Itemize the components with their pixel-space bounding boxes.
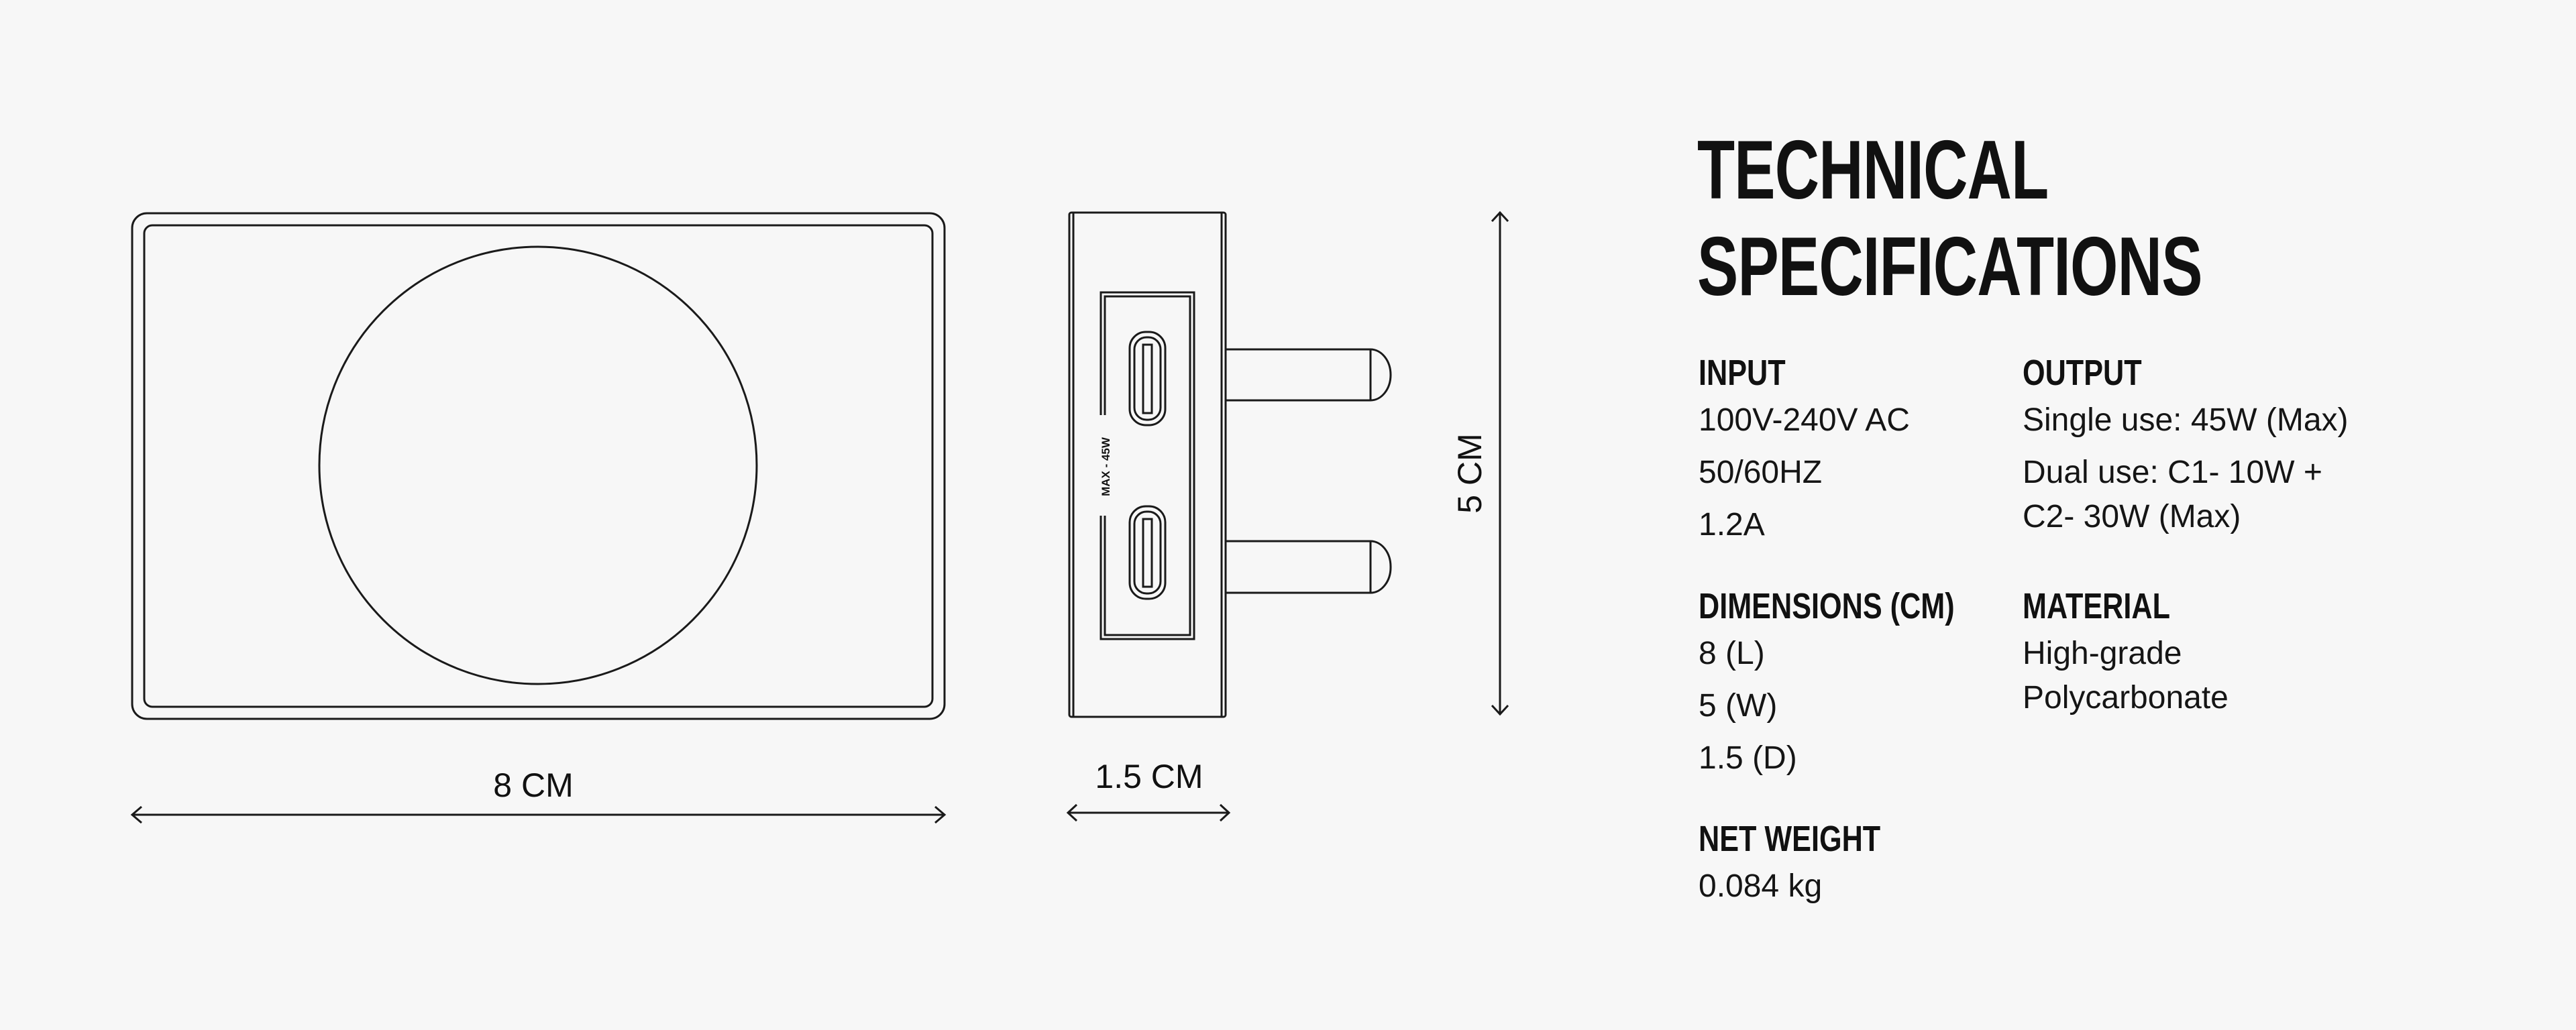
front-inner-outline [143, 224, 934, 708]
usb-c-port-2 [1128, 505, 1167, 600]
spec-material-label: MATERIAL [2023, 586, 2170, 626]
specs-title-line1: TECHNICAL [1697, 124, 2049, 217]
side-view: MAX - 45W [1068, 211, 1392, 718]
spec-net-weight-value: 0.084 kg [1699, 868, 1823, 904]
specs-title-line2: SPECIFICATIONS [1697, 221, 2202, 313]
spec-dimensions-label: DIMENSIONS (CM) [1699, 586, 1955, 626]
spec-material-value: High-grade [2023, 636, 2182, 671]
usb-c-port-1 [1128, 331, 1167, 426]
spec-net-weight-label: NET WEIGHT [1699, 819, 1881, 859]
spec-dimensions: DIMENSIONS (CM) 8 (L) 5 (W) 1.5 (D) [1699, 585, 2019, 785]
spec-dimensions-value: 8 (L) [1699, 636, 1765, 671]
spec-dimensions-value: 5 (W) [1699, 688, 1778, 724]
plug-prong-2 [1226, 540, 1392, 594]
spec-input-value: 50/60HZ [1699, 455, 1823, 490]
spec-output: OUTPUT Single use: 45W (Max) Dual use: C… [2023, 351, 2349, 539]
spec-input: INPUT 100V-240V AC 50/60HZ 1.2A [1699, 351, 1910, 551]
spec-material-value: Polycarbonate [2023, 680, 2229, 716]
spec-output-value: Dual use: C1- 10W + [2023, 455, 2322, 490]
spec-input-value: 1.2A [1699, 507, 1765, 542]
side-outline [1068, 211, 1227, 718]
height-label: 5 CM [1451, 433, 1489, 513]
height-dimension-arrow: 5 CM [1451, 211, 1509, 716]
spec-input-label: INPUT [1699, 353, 1786, 393]
front-circle-pad [318, 245, 758, 685]
spec-dimensions-value: 1.5 (D) [1699, 740, 1797, 776]
spec-input-value: 100V-240V AC [1699, 402, 1910, 438]
spec-material: MATERIAL High-grade Polycarbonate [2023, 585, 2229, 720]
width-dimension-arrow: 8 CM [130, 766, 947, 824]
front-outer-outline [131, 212, 946, 720]
port-power-label: MAX - 45W [1099, 437, 1112, 496]
depth-dimension-arrow: 1.5 CM [1066, 758, 1231, 822]
spec-net-weight: NET WEIGHT 0.084 kg [1699, 817, 1926, 913]
spec-output-label: OUTPUT [2023, 353, 2142, 393]
front-view [131, 212, 946, 720]
spec-output-value: C2- 30W (Max) [2023, 499, 2241, 534]
width-label: 8 CM [493, 766, 573, 804]
port-panel: MAX - 45W [1099, 291, 1195, 640]
depth-label: 1.5 CM [1095, 758, 1203, 795]
spec-output-value: Single use: 45W (Max) [2023, 402, 2349, 438]
plug-prong-1 [1226, 348, 1392, 402]
